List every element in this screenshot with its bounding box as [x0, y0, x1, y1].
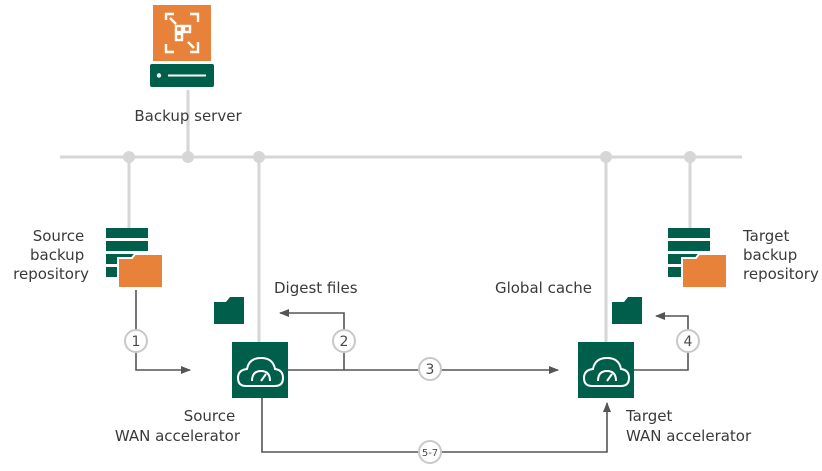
- target-repo-label-line1: Target: [742, 227, 790, 245]
- target-repo-label: Target backup repository: [742, 227, 819, 283]
- step-4-label: 4: [684, 334, 693, 350]
- source-repo-label-line1: Source: [33, 227, 85, 245]
- digest-files-label: Digest files: [274, 279, 358, 297]
- step-badge-1: 1: [124, 329, 148, 353]
- bus-junctions: [123, 151, 696, 163]
- target-repo-label-line2: backup: [743, 246, 797, 264]
- source-repo-label-line3: repository: [13, 265, 89, 283]
- target-repo-label-line3: repository: [743, 265, 819, 283]
- target-wan-label: Target WAN accelerator: [625, 407, 752, 445]
- backup-server-label: Backup server: [134, 107, 242, 125]
- step-1-label: 1: [132, 334, 141, 350]
- global-cache-label: Global cache: [495, 279, 592, 297]
- source-repo-label: Source backup repository: [13, 227, 89, 283]
- source-repo-label-line2: backup: [30, 246, 84, 264]
- source-wan-label-line2: WAN accelerator: [115, 427, 241, 445]
- step-badge-3: 3: [418, 357, 442, 381]
- source-repository-icon: [106, 228, 164, 289]
- step-badge-2: 2: [332, 329, 356, 353]
- step-3-label: 3: [426, 362, 435, 378]
- target-wan-label-line2: WAN accelerator: [626, 427, 752, 445]
- source-wan-accelerator-icon: [232, 342, 288, 398]
- arrow-step-1: [135, 290, 191, 374]
- step-badge-4: 4: [676, 329, 700, 353]
- source-wan-label: Source WAN accelerator: [115, 407, 241, 445]
- folder-icon-digest: [214, 297, 244, 324]
- target-repository-icon: [668, 228, 728, 289]
- step-badge-5-7: 5-7: [418, 440, 442, 464]
- target-wan-label-line1: Target: [625, 407, 673, 425]
- step-5-7-label: 5-7: [422, 448, 438, 459]
- step-2-label: 2: [340, 334, 349, 350]
- target-wan-accelerator-icon: [578, 342, 634, 398]
- backup-server-icon: [150, 5, 214, 87]
- folder-icon-global-cache: [612, 297, 642, 324]
- source-wan-label-line1: Source: [184, 407, 236, 425]
